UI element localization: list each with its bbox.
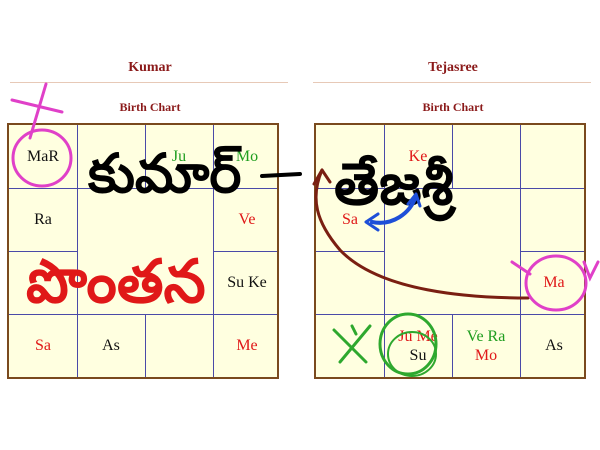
chart-cell: Ke xyxy=(408,148,428,165)
grid-line xyxy=(213,251,277,252)
chart-cell: As xyxy=(545,337,563,354)
green-circle-mark-2 xyxy=(387,331,437,377)
brown-curve xyxy=(314,168,530,300)
chart-cell: Sa xyxy=(342,211,358,228)
pink-circle-mark-right xyxy=(524,254,588,312)
grid-line xyxy=(316,314,584,315)
right-birth-chart: Ke Sa Ma Ju Me Su Ve Ra Mo As xyxy=(314,123,586,379)
cell-line: Mo xyxy=(474,346,498,364)
dash-mark xyxy=(260,172,302,178)
left-chart-subtitle: Birth Chart xyxy=(119,100,181,114)
left-divider xyxy=(10,82,288,83)
right-chart-subtitle: Birth Chart xyxy=(422,100,484,114)
left-birth-chart: MaR Ju Mo Ra Ve Su Ke Sa As Me xyxy=(7,123,279,379)
blue-arrow xyxy=(370,194,418,225)
chart-cell: Ve xyxy=(238,211,256,228)
grid-line xyxy=(316,188,584,189)
chart-cell: Sa xyxy=(35,337,51,354)
handwritten-name-kumar: కుమార్ xyxy=(87,142,242,205)
brown-arrow-head xyxy=(312,168,332,186)
chart-cell: Ma xyxy=(543,274,565,291)
grid-line xyxy=(9,251,77,252)
cell-line: Ve Ra xyxy=(466,327,506,345)
grid-line xyxy=(145,125,146,188)
grid-line xyxy=(145,314,146,377)
green-cross-mark xyxy=(332,324,372,364)
chart-cell: As xyxy=(102,337,120,354)
blue-arrow-head xyxy=(364,192,422,232)
pink-cross-mark xyxy=(10,82,64,140)
handwritten-name-tejasree: తేజశ్రీ xyxy=(334,150,457,222)
chart-cell: Ve Ra Mo xyxy=(452,314,520,377)
right-chart-name: Tejasree xyxy=(428,60,478,75)
grid-line xyxy=(520,251,584,252)
grid-line xyxy=(316,251,384,252)
grid-line xyxy=(77,125,78,377)
pink-circle-mark xyxy=(11,128,73,188)
right-divider xyxy=(313,82,591,83)
cell-line: Su xyxy=(409,346,427,364)
chart-cell: Ra xyxy=(34,211,52,228)
chart-cell: Ju xyxy=(171,148,187,165)
grid-line xyxy=(384,125,385,377)
grid-line xyxy=(9,188,277,189)
pink-v-mark xyxy=(510,260,600,282)
chart-cell: Mo xyxy=(235,148,259,165)
handwritten-word-red: పొంతన xyxy=(26,247,206,317)
left-chart-name: Kumar xyxy=(128,60,172,75)
chart-cell: MaR xyxy=(27,148,59,165)
grid-line xyxy=(9,314,277,315)
grid-line xyxy=(452,314,453,377)
grid-line xyxy=(452,125,453,188)
chart-cell: Me xyxy=(236,337,258,354)
green-circle-mark xyxy=(378,312,438,376)
chart-cell: Su Ke xyxy=(227,274,267,291)
